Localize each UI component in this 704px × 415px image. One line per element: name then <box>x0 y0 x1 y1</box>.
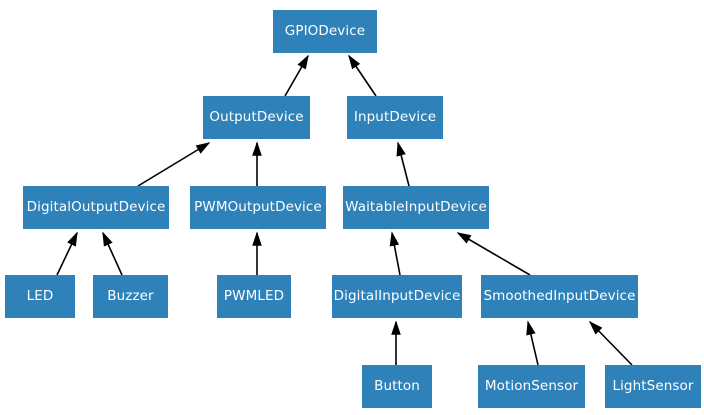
class-node-label: GPIODevice <box>284 22 366 39</box>
class-node-outputdevice[interactable]: OutputDevice <box>203 96 310 139</box>
class-node-waitableinputdevice[interactable]: WaitableInputDevice <box>343 186 489 229</box>
inheritance-arrow-digitaloutputdevice-to-outputdevice <box>137 142 211 187</box>
inheritance-arrow-motionsensor-to-smoothedinputdevice <box>526 320 539 366</box>
inheritance-arrow-lightsensor-to-smoothedinputdevice <box>588 320 633 366</box>
class-node-label: OutputDevice <box>209 108 304 125</box>
class-node-motionsensor[interactable]: MotionSensor <box>478 365 585 408</box>
class-node-label: Button <box>374 377 420 394</box>
class-node-pwmoutputdevice[interactable]: PWMOutputDevice <box>190 186 326 229</box>
inheritance-arrow-digitalinputdevice-to-waitableinputdevice <box>389 231 401 276</box>
class-node-buzzer[interactable]: Buzzer <box>93 275 168 318</box>
class-node-label: LightSensor <box>612 377 694 394</box>
class-node-label: DigitalOutputDevice <box>26 198 166 215</box>
class-node-label: SmoothedInputDevice <box>483 287 636 304</box>
class-node-led[interactable]: LED <box>5 275 75 318</box>
inheritance-arrow-outputdevice-to-gpiodevice <box>284 54 309 97</box>
class-node-lightsensor[interactable]: LightSensor <box>605 365 701 408</box>
class-node-label: InputDevice <box>353 108 437 125</box>
class-node-pwmled[interactable]: PWMLED <box>217 275 291 318</box>
class-node-label: LED <box>26 287 54 304</box>
class-node-label: PWMOutputDevice <box>194 198 322 215</box>
inheritance-arrow-smoothedinputdevice-to-waitableinputdevice <box>456 232 531 276</box>
class-node-inputdevice[interactable]: InputDevice <box>347 96 443 139</box>
class-node-label: Buzzer <box>107 287 154 304</box>
inheritance-arrow-buzzer-to-digitaloutputdevice <box>102 231 123 276</box>
class-node-smoothedinputdevice[interactable]: SmoothedInputDevice <box>481 275 638 318</box>
class-node-digitalinputdevice[interactable]: DigitalInputDevice <box>332 275 462 318</box>
class-node-label: WaitableInputDevice <box>345 198 487 215</box>
class-node-digitaloutputdevice[interactable]: DigitalOutputDevice <box>23 186 169 229</box>
class-node-gpiodevice[interactable]: GPIODevice <box>273 10 377 53</box>
class-node-label: MotionSensor <box>484 377 579 394</box>
class-node-label: DigitalInputDevice <box>333 287 461 304</box>
inheritance-arrow-led-to-digitaloutputdevice <box>56 231 78 276</box>
inheritance-arrow-waitableinputdevice-to-inputdevice <box>396 141 410 187</box>
class-node-button[interactable]: Button <box>362 365 432 408</box>
class-node-label: PWMLED <box>223 287 285 304</box>
inheritance-arrow-inputdevice-to-gpiodevice <box>348 54 377 97</box>
